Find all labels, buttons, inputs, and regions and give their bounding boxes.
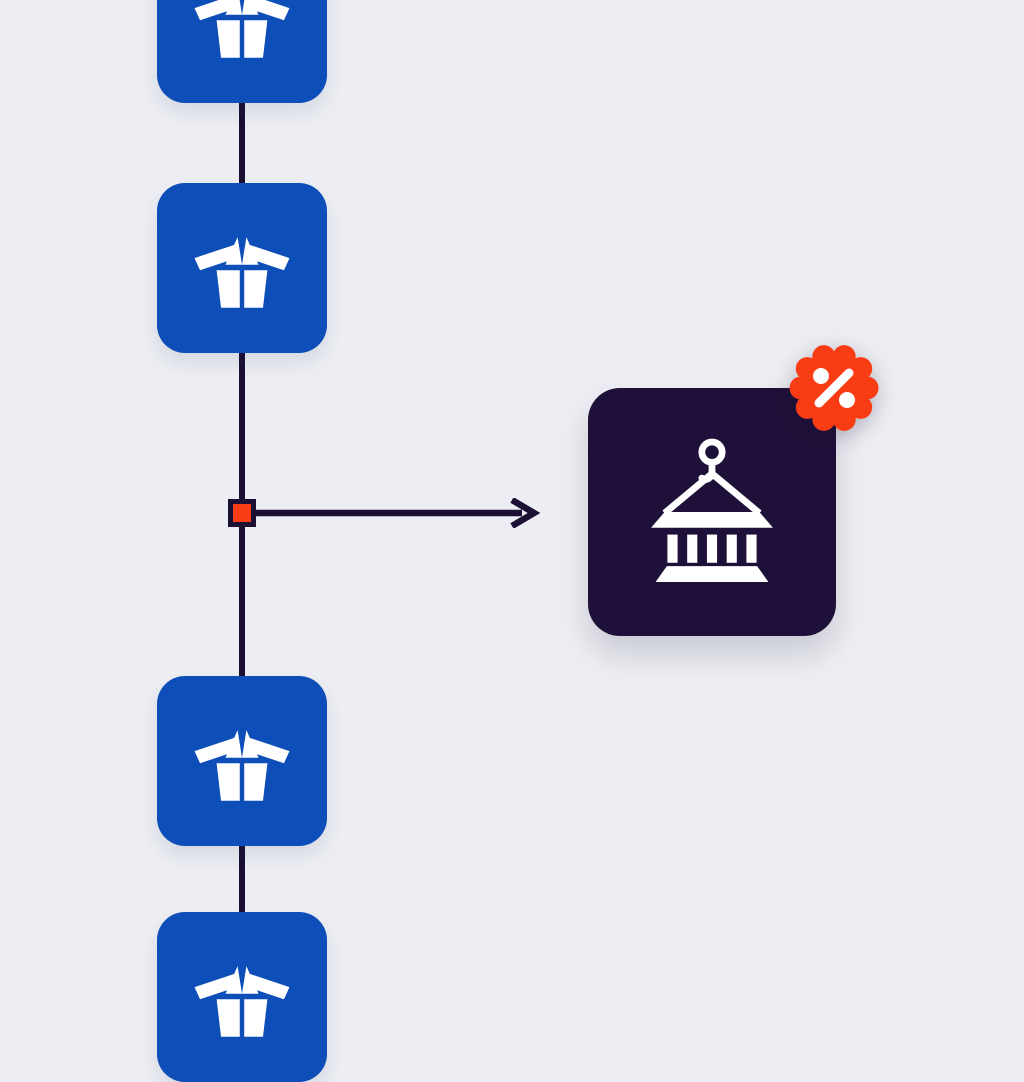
branch-connector[interactable] [228,499,256,527]
package-node-4[interactable] [157,912,327,1082]
customs-duty-node[interactable] [588,345,879,636]
crane-bank-icon [633,433,791,591]
package-node-3[interactable] [157,676,327,846]
connector-vertical-line [239,0,245,1070]
open-box-icon [189,0,295,71]
percent-badge [782,336,886,440]
percent-icon [813,368,855,408]
package-node-1[interactable] [157,0,327,103]
open-box-icon [189,708,295,814]
open-box-icon [189,944,295,1050]
branch-arrow [256,498,541,528]
open-box-icon [189,215,295,321]
package-node-2[interactable] [157,183,327,353]
